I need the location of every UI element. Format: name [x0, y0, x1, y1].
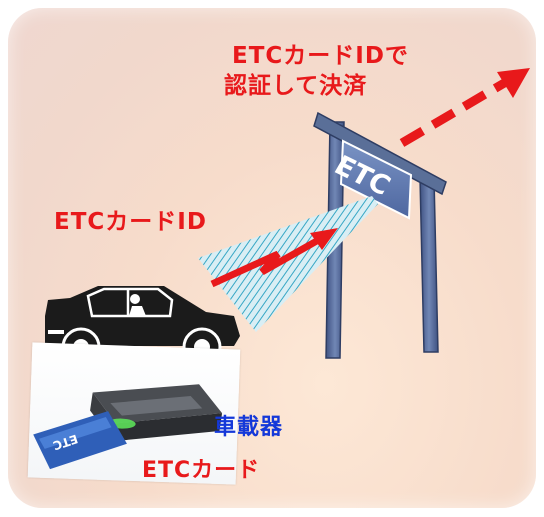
card-id-label: ETCカードID — [54, 209, 207, 235]
onboard-unit-image: ETC — [33, 384, 223, 470]
signal-arrow — [210, 228, 338, 288]
auth-label-line2: 認証して決済 — [224, 73, 368, 99]
etc-card-label: ETCカード — [142, 458, 261, 483]
signal-beam — [198, 196, 378, 332]
dashed-arrow — [399, 68, 530, 147]
onboard-unit-photo: ETC — [27, 342, 241, 485]
car — [45, 286, 240, 367]
auth-label-line1: ETCカードIDで — [232, 43, 409, 69]
onboard-unit-label: 車載器 — [214, 415, 284, 440]
gate-right-post — [419, 177, 439, 353]
gate-top-beam — [313, 111, 447, 196]
etc-gate: ETC — [313, 111, 447, 359]
gate-sign-board — [339, 139, 413, 220]
